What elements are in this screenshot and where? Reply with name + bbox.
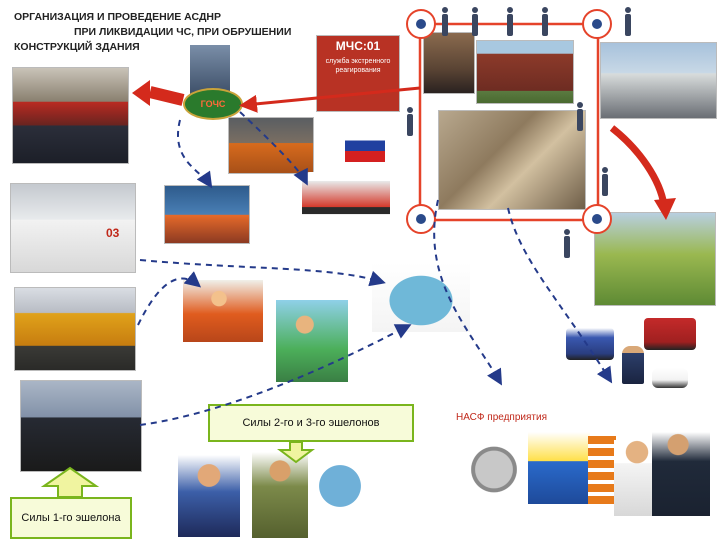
dashed-arrow-gochs-to-bus [240, 112, 306, 182]
guard-figure [542, 7, 548, 36]
guard-figure [602, 167, 608, 196]
red-arrows [132, 80, 676, 220]
dashed-arrow-police-to-team [140, 326, 408, 425]
guard-figure [472, 7, 478, 36]
guard-figure [442, 7, 448, 36]
dashed-arrows [138, 112, 610, 425]
red-arrow-gochs-to-firefighters [150, 92, 183, 100]
dashed-arrow-collapse-to-nasf [434, 200, 500, 382]
guard-figure [507, 7, 513, 36]
dashed-arrow-ambulance-to-team [140, 260, 382, 282]
guard-figure [625, 7, 631, 36]
cordon-frame [420, 24, 598, 220]
green-block-arrows [44, 442, 312, 497]
guard-figure [407, 107, 413, 136]
green-arrow-echelon23 [280, 442, 312, 462]
post-marker-top-left [407, 10, 435, 38]
post-marker-bottom-left [407, 205, 435, 233]
guard-figure [577, 102, 583, 131]
dashed-arrow-truck-to-workers [138, 278, 198, 325]
post-marker-top-right [583, 10, 611, 38]
red-arrow-head-down [654, 198, 676, 220]
post-marker-bottom-right [583, 205, 611, 233]
guard-figure [564, 229, 570, 258]
red-arrow-head-left [132, 80, 150, 106]
dashed-arrow-gochs-to-fire [178, 120, 210, 185]
red-arrow-to-evacuation [612, 128, 664, 205]
green-arrow-echelon1 [44, 468, 96, 497]
red-arrow-alert-to-gochs [245, 88, 420, 105]
